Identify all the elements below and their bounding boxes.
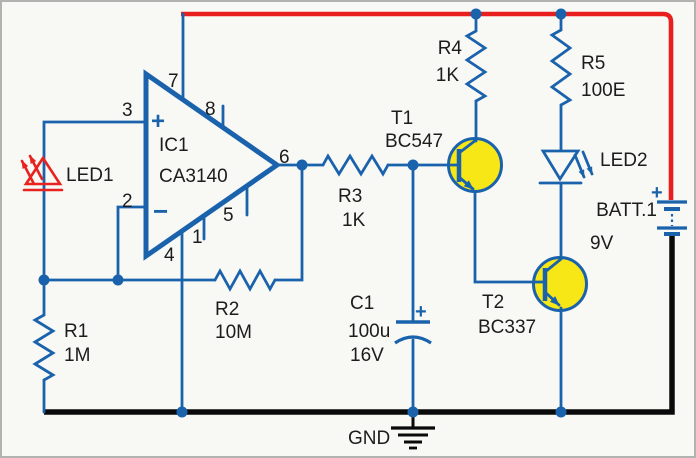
opamp-inverting-minus: − [153, 196, 168, 226]
r1-ref-label: R1 [64, 321, 88, 342]
t2-body [532, 256, 588, 312]
wire-t1-emitter-t2-base [473, 190, 546, 284]
opamp-pin1-label: 1 [192, 227, 203, 248]
opamp-part-label: CA3140 [159, 166, 228, 187]
opamp-pin8-label: 8 [205, 99, 216, 120]
junction-dot [555, 406, 567, 418]
t1-ref-label: T1 [391, 108, 413, 129]
r5-ref-label: R5 [581, 53, 605, 74]
led2-label: LED2 [600, 150, 648, 171]
t1-collector-line [457, 138, 478, 155]
ground-label: GND [348, 428, 390, 449]
ground-rail [44, 234, 675, 415]
led1-triangle [23, 155, 63, 186]
r2-zigzag [213, 268, 277, 292]
light-arrow [28, 154, 44, 181]
ground-symbol: GND [348, 414, 435, 450]
led1: LED1 [20, 154, 114, 192]
led2: LED2 [538, 149, 648, 185]
junction-dot [38, 274, 50, 286]
battery-batt1: + BATT.1 9V [590, 182, 687, 254]
c1-polarity-plus: + [415, 301, 427, 323]
resistor-r1: R1 1M [32, 313, 90, 382]
r4-value-label: 1K [436, 65, 460, 86]
light-arrow [20, 159, 36, 186]
junction-dot [470, 8, 482, 20]
r3-zigzag [321, 153, 390, 177]
wire-pin3-led1 [42, 120, 148, 317]
opamp-noninverting-plus: + [151, 108, 165, 135]
c1-ref-label: C1 [350, 293, 374, 314]
wires [42, 12, 563, 414]
t1-part-label: BC547 [385, 131, 443, 152]
wire-feedback [273, 163, 304, 282]
resistor-r3: R3 1K [321, 153, 390, 231]
r2-ref-label: R2 [215, 299, 239, 320]
power-rail [181, 11, 674, 200]
t2-collector-line [543, 257, 563, 274]
junction-dot [176, 406, 188, 418]
battery-ref-label: BATT.1 [596, 200, 657, 221]
led2-triangle [540, 149, 581, 182]
r5-zigzag [549, 28, 573, 107]
resistor-r2: R2 10M [213, 268, 277, 343]
r4-zigzag [464, 29, 488, 103]
r3-ref-label: R3 [338, 186, 362, 207]
r5-value-label: 100E [581, 80, 625, 101]
r1-zigzag [32, 313, 56, 382]
junction-dots [38, 8, 567, 418]
capacitor-c1: + C1 100u 16V [348, 293, 432, 366]
light-arrow [573, 153, 586, 179]
r3-value-label: 1K [342, 210, 366, 231]
c1-negative-plate [394, 335, 432, 345]
opamp-pin6-label: 6 [279, 147, 290, 168]
opamp-pin3-label: 3 [122, 100, 133, 121]
junction-dot [407, 406, 419, 418]
c1-voltage-label: 16V [350, 345, 384, 366]
battery-voltage-label: 9V [590, 233, 614, 254]
junction-dot [555, 8, 567, 20]
t2-emitter-arrow [543, 290, 561, 307]
junction-dot [112, 274, 124, 286]
opamp-ref-label: IC1 [159, 135, 189, 156]
led1-label: LED1 [66, 165, 114, 186]
t1-emitter-arrow [457, 175, 475, 191]
opamp-triangle [143, 69, 282, 261]
r4-ref-label: R4 [438, 38, 463, 59]
opamp-ic1: + − IC1 CA3140 7 8 3 2 6 5 1 4 [122, 69, 290, 266]
junction-dot [296, 159, 308, 171]
t2-part-label: BC337 [478, 317, 536, 338]
resistor-r4: R4 1K [436, 29, 488, 103]
opamp-pin5-label: 5 [223, 205, 234, 226]
light-arrow [581, 150, 594, 176]
transistor-t1: T1 BC547 [385, 108, 478, 191]
r2-value-label: 10M [215, 322, 252, 343]
opamp-pin7-label: 7 [168, 71, 179, 92]
r1-value-label: 1M [64, 345, 90, 366]
transistor-t2: T2 BC337 [478, 257, 563, 338]
t2-ref-label: T2 [482, 292, 504, 313]
wire-pin2 [116, 205, 148, 282]
c1-value-label: 100u [348, 321, 390, 342]
opamp-pin2-label: 2 [122, 191, 133, 212]
resistor-r5: R5 100E [549, 28, 625, 107]
opamp-pin4-label: 4 [164, 245, 175, 266]
battery-polarity-plus: + [651, 182, 663, 204]
junction-dot [407, 159, 419, 171]
